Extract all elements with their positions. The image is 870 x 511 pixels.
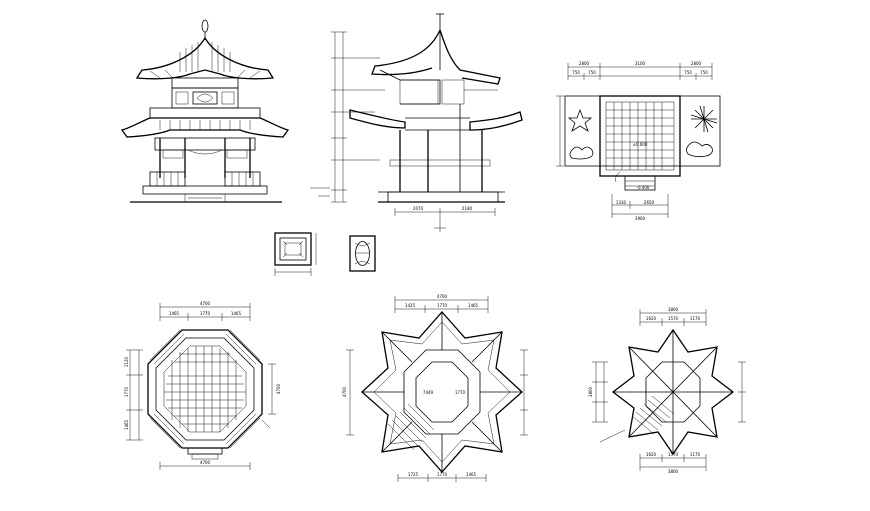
site-dim-sub-3: 750 xyxy=(684,70,692,75)
lower-roof-plan-view: 4700 1425 1770 1465 7449 xyxy=(342,294,528,482)
roof2-dim-top-3: 1170 xyxy=(690,316,701,321)
roof2-dim-top-total: 3800 xyxy=(668,307,679,312)
floor-dim-top-2: 1770 xyxy=(200,311,211,316)
roof1-dim-inner-1: 7449 xyxy=(423,390,434,395)
floor-dim-left-2: 1770 xyxy=(124,386,129,397)
site-center-level: ±0.000 xyxy=(633,142,648,147)
site-dim-top-1: 2800 xyxy=(579,61,590,66)
floor-dim-left-1: 1120 xyxy=(124,356,129,367)
plant-star-icon xyxy=(567,108,593,132)
site-dim-bottom-1: 1330 xyxy=(616,200,627,205)
floor-dim-bottom: 4700 xyxy=(200,460,211,465)
octagonal-floor-plan-icon: 4700 1465 1770 1465 xyxy=(124,301,281,470)
detail-2-view xyxy=(349,235,376,272)
roof2-dim-top-1: 1620 xyxy=(646,316,657,321)
floor-dim-top-3: 1465 xyxy=(231,311,242,316)
roof1-dim-top-3: 1465 xyxy=(468,303,479,308)
pavilion-site-plan-icon: 2800 3100 2800 750 750 750 750 ±0.000 xyxy=(556,61,721,221)
section-dim-right: 2180 xyxy=(462,206,473,211)
floor-dim-right: 4700 xyxy=(276,383,281,394)
site-dim-sub-1: 750 xyxy=(572,70,580,75)
section-view: 2070 2180 xyxy=(310,13,523,232)
roof2-dim-bottom-total: 3800 xyxy=(668,469,679,474)
site-plan-view: 2800 3100 2800 750 750 750 750 ±0.000 xyxy=(556,61,721,221)
star-roof-framing-plan-icon: 3800 1620 1570 1170 xyxy=(588,307,746,474)
lattice-panel-detail-icon xyxy=(349,235,376,272)
roof1-dim-bottom-3: 1465 xyxy=(466,472,477,477)
floor-dim-top-1: 1465 xyxy=(169,311,180,316)
rock-left-icon xyxy=(569,146,594,160)
site-dim-top-2: 3100 xyxy=(635,61,646,66)
front-elevation-view xyxy=(120,19,290,203)
section-dim-left: 2070 xyxy=(413,206,424,211)
site-dim-bottom-total: 3960 xyxy=(635,216,646,221)
site-dim-top-3: 2800 xyxy=(691,61,702,66)
roof1-dim-top-2: 1770 xyxy=(437,303,448,308)
roof1-dim-top-total: 4700 xyxy=(437,294,448,299)
roof1-dim-inner-2: 1770 xyxy=(455,390,466,395)
site-dim-sub-4: 750 xyxy=(700,70,708,75)
floor-dim-top-total: 4700 xyxy=(200,301,211,306)
site-dim-bottom-2: 2650 xyxy=(644,200,655,205)
roof2-dim-bottom-2: 1570 xyxy=(668,452,679,457)
roof2-dim-left: 3800 xyxy=(588,386,593,397)
double-eave-pavilion-elevation-icon xyxy=(120,19,290,203)
roof1-dim-left: 4700 xyxy=(342,386,347,397)
site-dim-sub-2: 750 xyxy=(588,70,596,75)
floor-dim-left-3: 1465 xyxy=(124,419,129,430)
roof1-dim-bottom-2: 1770 xyxy=(437,472,448,477)
rock-right-icon xyxy=(686,141,713,158)
floor-plan-view: 4700 1465 1770 1465 xyxy=(124,301,281,470)
roof1-dim-top-1: 1425 xyxy=(405,303,416,308)
detail-1-view xyxy=(274,232,317,276)
site-step-level: -0.400 xyxy=(637,185,650,190)
window-frame-detail-icon xyxy=(274,232,317,276)
upper-roof-plan-view: 3800 1620 1570 1170 xyxy=(588,307,746,474)
roof2-dim-top-2: 1570 xyxy=(668,316,679,321)
pavilion-section-icon: 2070 2180 xyxy=(310,13,523,232)
roof2-dim-bottom-3: 1170 xyxy=(690,452,701,457)
roof2-dim-bottom-1: 1620 xyxy=(646,452,657,457)
star-roof-framing-plan-icon: 4700 1425 1770 1465 7449 xyxy=(342,294,528,482)
plant-spiky-icon xyxy=(690,105,718,133)
roof1-dim-bottom-1: 1725 xyxy=(408,472,419,477)
